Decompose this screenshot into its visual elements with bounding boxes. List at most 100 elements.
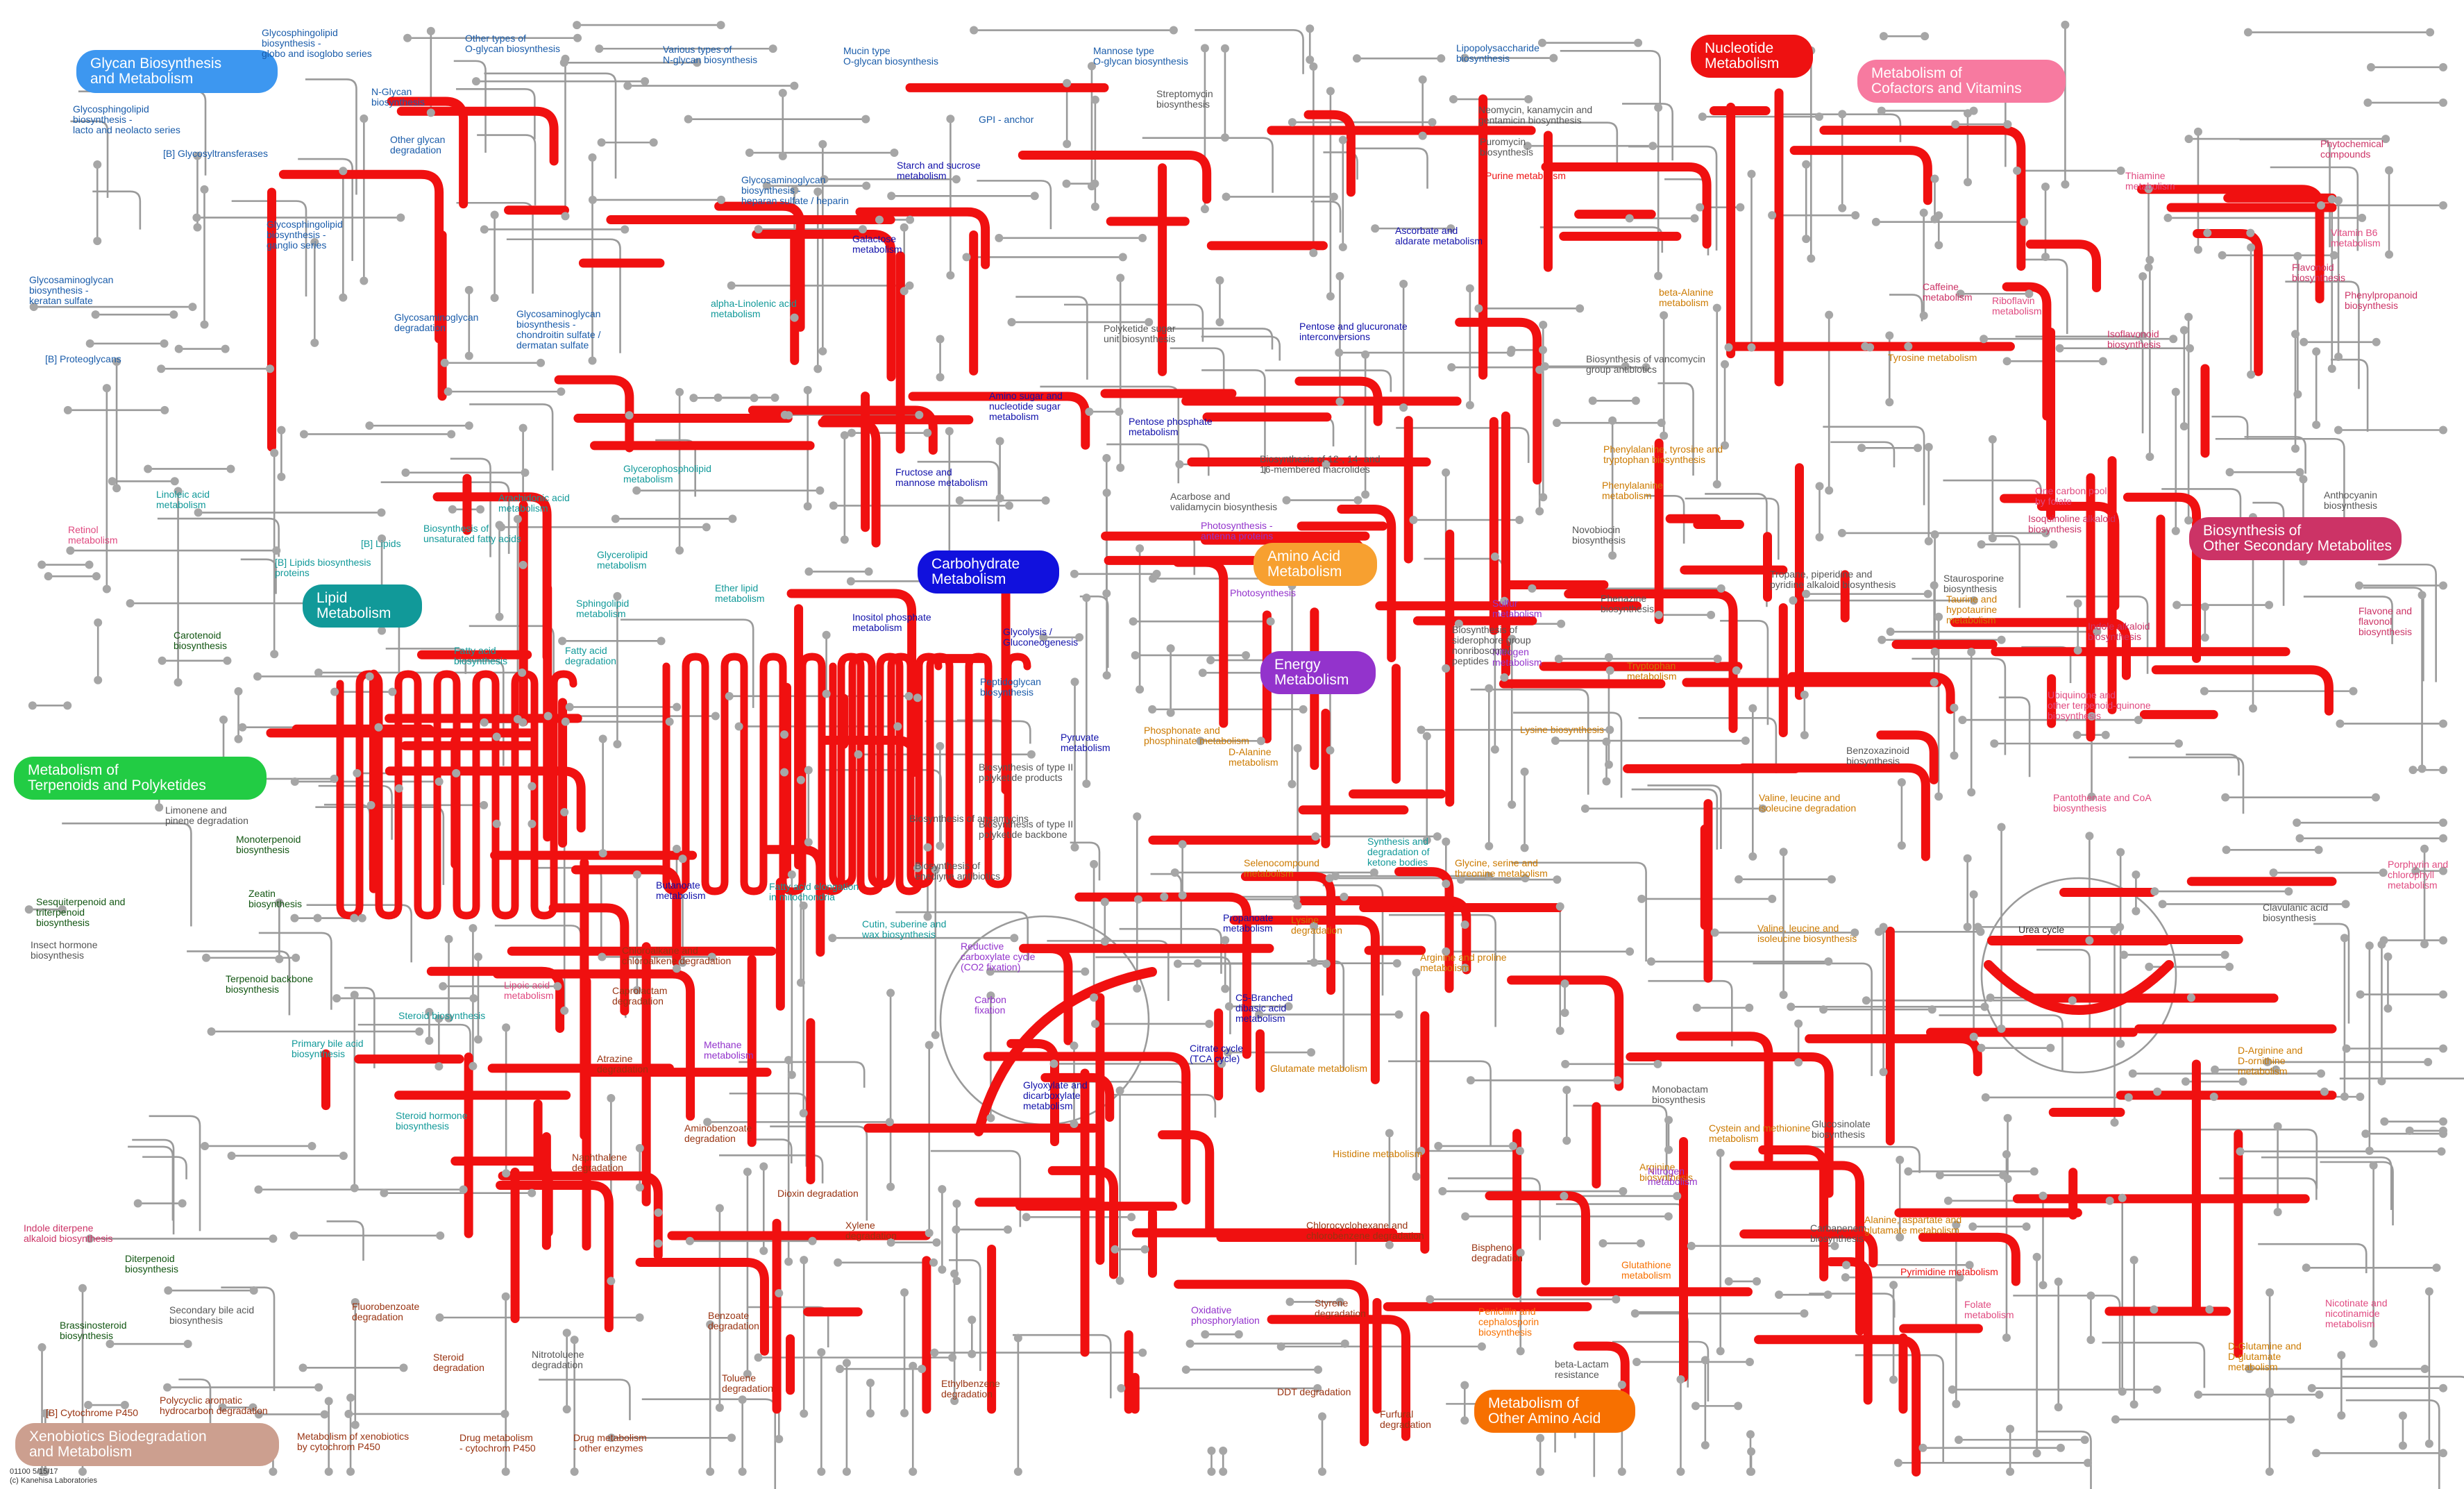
pathway-label[interactable]: Citrate cycle (TCA cycle) <box>1190 1043 1244 1064</box>
pathway-label[interactable]: Novobiocin biosynthesis <box>1572 524 1626 546</box>
pathway-label[interactable]: Glycosphingolipid biosynthesis - lacto a… <box>73 103 180 135</box>
pathway-label[interactable]: Tropane, piperidine and pyridine alkaloi… <box>1770 569 1896 590</box>
pathway-label[interactable]: Lipopolysaccharide biosynthesis <box>1456 42 1539 64</box>
pathway-label[interactable]: Biosynthesis of ansamycins <box>909 813 1029 824</box>
pathway-label[interactable]: Insect hormone biosynthesis <box>31 939 98 961</box>
pathway-label[interactable]: Sulfur metabolism <box>1492 598 1542 619</box>
pathway-label[interactable]: Phytochemical compounds <box>2320 138 2384 160</box>
pathway-label[interactable]: Fatty acid elongation in mitochondria <box>769 881 859 902</box>
pathway-label[interactable]: Nitrogen metabolism <box>1492 646 1542 668</box>
pathway-label[interactable]: Neomycin, kanamycin and gentamicin biosy… <box>1478 104 1593 126</box>
pathway-label[interactable]: Phenylalanine metabolism <box>1602 480 1663 501</box>
pathway-label[interactable]: Retinol metabolism <box>68 524 118 546</box>
pathway-label[interactable]: Galactose metabolism <box>852 233 902 255</box>
pathway-label[interactable]: Mannose type O-glycan biosynthesis <box>1093 45 1188 67</box>
category-glycan[interactable]: Glycan Biosynthesis and Metabolism <box>76 50 278 93</box>
pathway-label[interactable]: Phenylalanine, tyrosine and tryptophan b… <box>1603 444 1723 465</box>
pathway-label[interactable]: Terpenoid backbone biosynthesis <box>226 973 314 995</box>
pathway-label[interactable]: Polyketide sugar unit biosynthesis <box>1104 323 1176 344</box>
pathway-label[interactable]: Steroid hormone biosynthesis <box>396 1110 468 1132</box>
pathway-label[interactable]: Caprolactam degradation <box>612 985 668 1007</box>
pathway-label[interactable]: Puromycin biosynthesis <box>1480 136 1534 158</box>
pathway-label[interactable]: Phenylpropanoid biosynthesis <box>2345 289 2418 311</box>
pathway-label[interactable]: Inositol phosphate metabolism <box>852 612 931 633</box>
pathway-label[interactable]: [B] Glycosyltransferases <box>163 148 268 159</box>
pathway-label[interactable]: Clavulanic acid biosynthesis <box>2263 902 2329 923</box>
pathway-label[interactable]: Fructose and mannose metabolism <box>895 466 988 488</box>
pathway-label[interactable]: Flavonoid biosynthesis <box>2292 262 2346 283</box>
pathway-label[interactable]: Limonene and pinene degradation <box>165 805 248 826</box>
pathway-label[interactable]: Glycosaminoglycan biosynthesis - heparan… <box>741 174 849 206</box>
pathway-label[interactable]: [B] Lipids <box>361 538 401 549</box>
pathway-label[interactable]: Arachidonic acid metabolism <box>498 492 570 514</box>
pathway-label[interactable]: beta-Alanine metabolism <box>1659 287 1714 308</box>
pathway-label[interactable]: Riboflavin metabolism <box>1992 295 2042 317</box>
pathway-label[interactable]: Other types of O-glycan biosynthesis <box>465 33 560 54</box>
category-nucleotide[interactable]: Nucleotide Metabolism <box>1691 35 1813 78</box>
pathway-label[interactable]: Diterpenoid biosynthesis <box>125 1253 179 1275</box>
pathway-label[interactable]: D-Alanine metabolism <box>1229 746 1279 768</box>
pathway-label[interactable]: Glutathione metabolism <box>1621 1259 1671 1281</box>
pathway-label[interactable]: Tyrosine metabolism <box>1888 352 1977 363</box>
pathway-label[interactable]: Fluorobenzoate degradation <box>352 1301 420 1322</box>
pathway-label[interactable]: Photosynthesis - antenna proteins <box>1201 520 1274 541</box>
pathway-label[interactable]: Urea cycle <box>2018 924 2065 935</box>
pathway-label[interactable]: Biosynthesis of unsaturated fatty acids <box>423 523 521 544</box>
pathway-label[interactable]: Thiamine metabolism <box>2125 170 2175 192</box>
pathway-label[interactable]: Fatty acid biosynthesis <box>454 645 508 666</box>
pathway-label[interactable]: Various types of N-glycan biosynthesis <box>663 44 758 65</box>
category-secondary-metabolites[interactable]: Biosynthesis of Other Secondary Metaboli… <box>2189 517 2402 560</box>
pathway-label[interactable]: Amino sugar and nucleotide sugar metabol… <box>989 390 1063 422</box>
pathway-label[interactable]: Carotenoid biosynthesis <box>174 630 228 651</box>
pathway-label[interactable]: Streptomycin biosynthesis <box>1156 88 1213 110</box>
pathway-label[interactable]: Bisphenol degradation <box>1471 1242 1523 1263</box>
pathway-label[interactable]: Metabolism of xenobiotics by cytochrom P… <box>297 1431 410 1452</box>
pathway-label[interactable]: [B] Proteoglycans <box>45 353 121 364</box>
pathway-label[interactable]: Carbapenem biosynthesis <box>1810 1222 1866 1244</box>
pathway-label[interactable]: Phenazine biosynthesis <box>1601 593 1655 614</box>
pathway-label[interactable]: DDT degradation <box>1277 1386 1351 1397</box>
pathway-label[interactable]: alpha-Linolenic acid metabolism <box>711 298 797 319</box>
pathway-label[interactable]: Folate metabolism <box>1964 1299 2014 1320</box>
pathway-label[interactable]: D-Glutamine and D-glutamate metabolism <box>2228 1340 2302 1372</box>
category-lipid[interactable]: Lipid Metabolism <box>303 584 422 628</box>
pathway-label[interactable]: Sesquiterpenoid and triterpenoid biosynt… <box>36 896 126 928</box>
pathway-label[interactable]: Caffeine metabolism <box>1923 281 1973 303</box>
pathway-label[interactable]: Phosphonate and phosphinate metabolism <box>1144 725 1249 746</box>
pathway-label[interactable]: Drug metabolism - cytochrom P450 <box>459 1432 536 1454</box>
pathway-label[interactable]: Anthocyanin biosynthesis <box>2324 489 2378 511</box>
pathway-label[interactable]: Other glycan degradation <box>390 134 446 155</box>
pathway-label[interactable]: Glucosinolate biosynthesis <box>1812 1118 1871 1140</box>
pathway-label[interactable]: Aminobenzoate degradation <box>684 1122 752 1144</box>
pathway-label[interactable]: Glyoxylate and dicarboxylate metabolism <box>1023 1079 1088 1111</box>
pathway-label[interactable]: Benzoxazinoid biosynthesis <box>1846 745 1910 766</box>
pathway-label[interactable]: N-Glycan biosynthesis <box>371 86 425 108</box>
pathway-label[interactable]: Vitamin B6 metabolism <box>2331 227 2381 249</box>
pathway-label[interactable]: Glycine, serine and threonine metabolism <box>1455 857 1548 879</box>
pathway-label[interactable]: Biosynthesis of type II polyketide produ… <box>979 762 1074 783</box>
pathway-label[interactable]: Propanoate metabolism <box>1223 912 1274 934</box>
pathway-label[interactable]: Carbon fixation <box>974 994 1006 1016</box>
pathway-label[interactable]: Monoterpenoid biosynthesis <box>236 834 301 855</box>
pathway-label[interactable]: Pentose phosphate metabolism <box>1129 416 1213 437</box>
pathway-label[interactable]: Nitrogen metabolism <box>1648 1166 1698 1187</box>
pathway-label[interactable]: Peptidoglycan biosynthesis <box>980 676 1041 698</box>
pathway-label[interactable]: Naphthalene degradation <box>572 1152 627 1173</box>
pathway-label[interactable]: Pyrimidine metabolism <box>1900 1266 1998 1277</box>
pathway-label[interactable]: Tryptophan metabolism <box>1627 660 1677 682</box>
pathway-label[interactable]: Furfural degradation <box>1380 1408 1431 1430</box>
pathway-label[interactable]: Acarbose and validamycin biosynthesis <box>1170 491 1278 512</box>
pathway-label[interactable]: Alanine, aspartate and glutamate metabol… <box>1864 1214 1962 1236</box>
pathway-label[interactable]: Nitrotoluene degradation <box>532 1349 584 1370</box>
category-amino-acid[interactable]: Amino Acid Metabolism <box>1254 543 1377 586</box>
pathway-label[interactable]: Glycosphingolipid biosynthesis - globo a… <box>262 27 372 59</box>
category-carbohydrate[interactable]: Carbohydrate Metabolism <box>918 550 1059 594</box>
pathway-label[interactable]: C5-Branched dibasic acid metabolism <box>1235 992 1293 1024</box>
pathway-label[interactable]: Ethylbenzene degradation <box>941 1378 1000 1399</box>
category-xenobiotics[interactable]: Xenobiotics Biodegradation and Metabolis… <box>15 1423 279 1466</box>
pathway-label[interactable]: Chloroalkane and chloroalkene degradatio… <box>622 945 732 966</box>
pathway-label[interactable]: Zeatin biosynthesis <box>248 888 303 909</box>
pathway-label[interactable]: Glycosaminoglycan biosynthesis - keratan… <box>29 274 114 306</box>
pathway-label[interactable]: Oxidative phosphorylation <box>1191 1304 1260 1326</box>
pathway-label[interactable]: Atrazine degradation <box>597 1053 648 1075</box>
